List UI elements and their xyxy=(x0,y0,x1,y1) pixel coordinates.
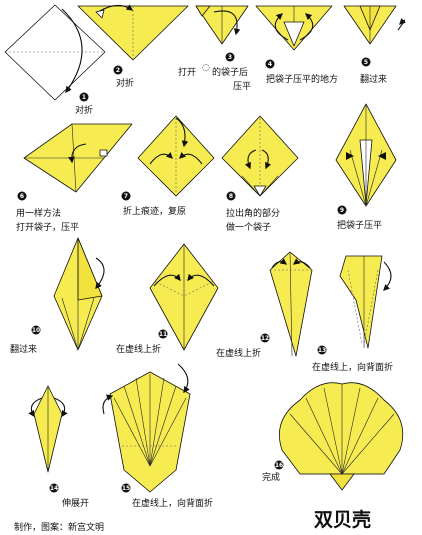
step-11-badge: 11 xyxy=(158,329,168,339)
svg-text:3: 3 xyxy=(228,54,232,61)
svg-text:1: 1 xyxy=(82,94,86,101)
step-2-label: 对折 xyxy=(116,77,134,89)
step-11-label: 在虚线上折 xyxy=(116,343,161,355)
step-15-badge: 15 xyxy=(121,483,131,493)
step-8-badge: 8 xyxy=(226,191,236,201)
step-12-badge: 12 xyxy=(260,333,270,343)
step-13-figure xyxy=(339,255,392,349)
step-5-label: 翻过来 xyxy=(360,73,387,85)
step-3-label-line1a: 打开 xyxy=(178,66,196,78)
step-4-figure xyxy=(255,5,333,51)
svg-text:11: 11 xyxy=(159,331,167,338)
step-8-label-line2: 做一个袋子 xyxy=(226,221,271,233)
step-12-label: 在虚线上折 xyxy=(216,347,261,359)
svg-text:2: 2 xyxy=(116,67,120,74)
step-10-label: 翻过来 xyxy=(10,343,37,355)
svg-text:5: 5 xyxy=(364,59,368,66)
step-13-badge: 13 xyxy=(317,345,327,355)
step-4-badge: 4 xyxy=(265,59,275,69)
credit-text: 制作，图案：新宫文明 xyxy=(14,521,104,533)
step-13-label: 在虚线上，向背面折 xyxy=(312,361,393,373)
step-2-figure xyxy=(77,4,189,61)
step-8-figure xyxy=(221,115,299,197)
step-3-figure xyxy=(195,5,249,45)
step-3-badge: 3 xyxy=(225,52,235,62)
step-5-badge: 5 xyxy=(361,57,371,67)
svg-text:15: 15 xyxy=(122,485,130,492)
step-14-badge: 14 xyxy=(49,483,59,493)
svg-text:14: 14 xyxy=(50,485,58,492)
step-1-badge: 1 xyxy=(79,92,89,102)
step-10-figure xyxy=(53,237,105,351)
step-16-badge: 16 xyxy=(274,460,284,470)
step-9-badge: 9 xyxy=(337,205,347,215)
step-14-figure xyxy=(28,385,68,473)
svg-text:8: 8 xyxy=(229,193,233,200)
step-7-badge: 7 xyxy=(121,191,131,201)
step-5-figure xyxy=(343,5,407,45)
svg-text:9: 9 xyxy=(340,207,344,214)
step-2-badge: 2 xyxy=(113,65,123,75)
step-1-figure xyxy=(4,4,106,101)
svg-text:4: 4 xyxy=(268,61,272,68)
step-3-label-line1b: 的袋子后 xyxy=(212,66,248,78)
svg-text:12: 12 xyxy=(261,335,269,342)
step-10-badge: 10 xyxy=(31,325,41,335)
step-11-figure xyxy=(149,243,219,351)
step-9-figure xyxy=(335,103,397,207)
step-16-figure xyxy=(278,382,404,491)
step-15-label: 在虚线上，向背面折 xyxy=(132,497,213,509)
step-6-figure xyxy=(23,123,133,193)
step-9-label: 把袋子压平 xyxy=(337,219,382,231)
step-6-label-line1: 用一样方法 xyxy=(16,207,61,219)
diagram-title: 双贝壳 xyxy=(314,508,371,531)
step-16-label: 完成 xyxy=(262,471,280,483)
step-8-label-line1: 拉出角的部分 xyxy=(226,207,280,219)
step-7-label: 折上痕迹，复原 xyxy=(123,205,186,217)
svg-text:13: 13 xyxy=(318,347,326,354)
step-7-figure xyxy=(137,115,215,197)
step-3-label-line2: 压平 xyxy=(233,81,251,92)
svg-text:16: 16 xyxy=(275,462,283,469)
svg-text:10: 10 xyxy=(32,327,40,334)
step-14-label: 伸展开 xyxy=(62,497,89,509)
svg-text:6: 6 xyxy=(20,193,24,200)
step-12-figure xyxy=(269,251,313,357)
svg-text:7: 7 xyxy=(124,193,128,200)
step-1-label: 对折 xyxy=(75,104,93,116)
step-4-label: 把袋子压平的地方 xyxy=(266,73,338,85)
step-6-label-line2: 打开袋子，压平 xyxy=(16,221,79,233)
step-6-badge: 6 xyxy=(17,191,27,201)
step-3-pocket-icon: ◌ xyxy=(202,63,210,73)
step-15-figure xyxy=(102,363,191,493)
